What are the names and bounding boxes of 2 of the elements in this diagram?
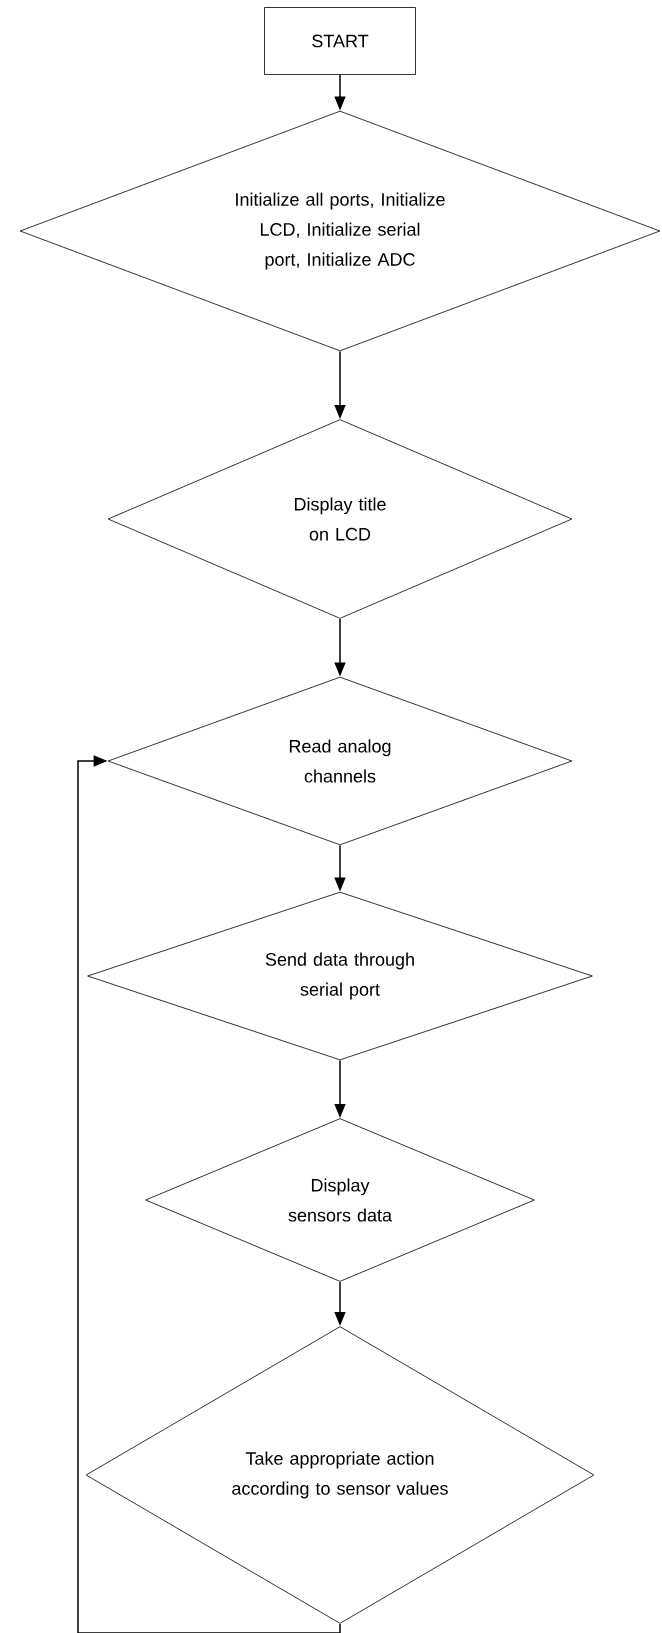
start-box: START	[264, 7, 416, 75]
arrow	[77, 755, 341, 1633]
